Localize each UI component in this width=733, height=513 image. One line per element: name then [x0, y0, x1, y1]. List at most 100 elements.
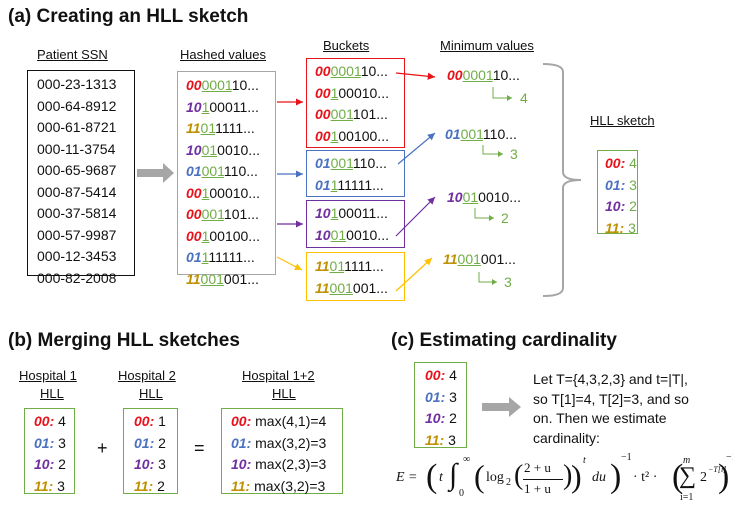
- ssn-item: 000-57-9987: [37, 226, 117, 243]
- bucket-entry: 11001001...: [315, 278, 404, 300]
- bucket-entry: 00000110...: [315, 61, 404, 83]
- fraction-bar: [523, 479, 563, 480]
- hospital1-hll-label: HLL: [40, 386, 64, 401]
- bucket-00: 00000110...00100010...00001101...0010010…: [306, 58, 405, 148]
- sum-lower: i=1: [680, 492, 694, 503]
- header-minimum-values: Minimum values: [440, 38, 534, 53]
- sketch-register: 10: 2: [425, 408, 466, 430]
- register-key: 00:: [605, 155, 626, 171]
- bucket-prefix: 10: [186, 141, 202, 158]
- register-value: 2: [625, 198, 637, 214]
- rho-value-11: 3: [504, 274, 512, 290]
- formula-paren: (: [474, 458, 485, 494]
- rho-arrow-00: [492, 87, 512, 101]
- merged-register: 00: 4: [34, 411, 74, 433]
- register-key: 00:: [134, 413, 155, 429]
- register-key: 01:: [231, 434, 252, 451]
- power-t: t: [583, 455, 586, 466]
- sketch-register: 00: 4: [605, 153, 637, 175]
- rho-value-10: 2: [501, 210, 509, 226]
- bucket-prefix: 10: [315, 205, 331, 221]
- ssn-item: 000-37-5814: [37, 205, 117, 221]
- formula-du: du: [592, 470, 606, 485]
- bucket-prefix: 11: [186, 270, 201, 287]
- bucket-prefix: 00: [186, 77, 202, 93]
- formula-open-paren: (: [426, 458, 438, 495]
- rho-value-00: 4: [520, 90, 528, 106]
- hashed-value: 01111111...: [186, 247, 275, 269]
- hash-remainder: 10...: [231, 77, 259, 93]
- plus-sign: +: [97, 438, 108, 458]
- fraction-numerator: 2 + u: [524, 460, 551, 475]
- ssn-item: 000-11-3754: [37, 140, 116, 157]
- log-label: log: [486, 470, 504, 485]
- hospital1-header: Hospital 1: [19, 368, 77, 383]
- leading-zeros: 01: [330, 226, 347, 243]
- bucket-prefix: 10: [186, 98, 202, 115]
- formula-t: t: [439, 470, 443, 485]
- bucket-prefix: 00: [447, 67, 463, 83]
- register-key: 11:: [231, 477, 251, 494]
- register-key: 10:: [134, 456, 155, 472]
- sketch-register: 00: 4: [425, 365, 466, 387]
- formula-paren-close: ): [571, 458, 582, 494]
- inverse-exponent-2: −1: [726, 452, 733, 463]
- bucket-prefix: 01: [315, 155, 331, 171]
- header-hashed-values: Hashed values: [180, 47, 266, 62]
- explanation-line-3: on. Then we estimate: [533, 410, 667, 426]
- hash-remainder: 11111...: [337, 176, 384, 193]
- bucket-entry: 00100010...: [315, 83, 404, 105]
- register-value: 3: [624, 219, 636, 236]
- bucket-entry: 10100011...: [315, 203, 404, 225]
- minimum-value-11: 11001001...: [443, 249, 516, 271]
- minimum-value-00: 00000110...: [447, 65, 520, 87]
- integral-lower: 0: [459, 488, 464, 499]
- hashed-value: 11001001...: [186, 269, 275, 291]
- ssn-item: 000-12-3453: [37, 248, 117, 264]
- register-value: 3: [625, 176, 637, 193]
- merged-register: 00: max(4,1)=4: [231, 411, 342, 433]
- register-key: 00:: [425, 367, 446, 383]
- hash-remainder: 00010...: [209, 184, 260, 201]
- hash-remainder: 110...: [223, 163, 258, 179]
- formula-paren-inner-close: ): [563, 460, 573, 491]
- sum-term-exponent: −T[i]: [708, 465, 727, 474]
- sketch-register: 11: 3: [425, 430, 466, 452]
- register-value: 2: [54, 456, 66, 472]
- hash-remainder: 00100...: [209, 227, 260, 244]
- register-key: 11:: [134, 477, 154, 494]
- bucket-prefix: 11: [315, 258, 330, 274]
- leading-zeros: 1: [330, 205, 339, 221]
- sketch-register: 01: 3: [425, 387, 466, 409]
- header-buckets: Buckets: [323, 38, 370, 53]
- bucket-prefix: 01: [186, 249, 202, 265]
- hash-remainder: 001...: [480, 251, 516, 267]
- ssn-item: 000-64-8912: [37, 97, 117, 114]
- hospital2-header: Hospital 2: [118, 368, 176, 383]
- explanation-line-2: so T[1]=4, T[2]=3, and so: [533, 390, 689, 407]
- register-value: 3: [445, 388, 457, 405]
- equals-sign: =: [194, 438, 205, 458]
- leading-zeros: 001: [330, 155, 353, 171]
- arrow-min-11: [395, 257, 433, 292]
- leading-zeros: 01: [462, 189, 479, 205]
- section-a-title: (a) Creating an HLL sketch: [8, 6, 249, 27]
- hospital2-hll-label: HLL: [139, 386, 163, 401]
- leading-zeros: 1: [201, 249, 209, 265]
- rho-value-01: 3: [510, 146, 518, 162]
- hashed-value: 00001101...: [186, 204, 275, 226]
- explanation-line-1: Let T={4,3,2,3} and t=|T|,: [533, 371, 688, 387]
- hash-remainder: 101...: [352, 106, 388, 122]
- bucket-prefix: 00: [315, 84, 331, 101]
- register-key: 00:: [34, 413, 55, 429]
- bucket-01: 01001110...01111111...: [306, 150, 405, 197]
- ssn-item: 000-23-1313: [37, 76, 117, 92]
- hash-remainder: 0010...: [478, 189, 521, 205]
- arrow-min-10: [395, 196, 436, 237]
- register-value: max(3,2)=3: [251, 434, 327, 451]
- bucket-prefix: 00: [186, 227, 202, 244]
- register-key: 01:: [425, 388, 446, 405]
- register-value: 4: [54, 413, 66, 429]
